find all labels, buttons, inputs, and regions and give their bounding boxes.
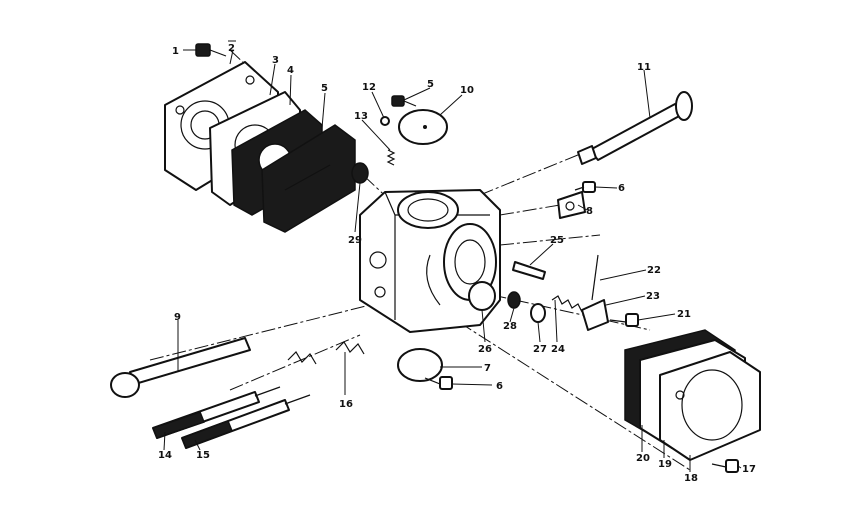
metering-diaphragm-disc bbox=[397, 348, 443, 382]
needle-spring bbox=[335, 341, 365, 355]
needle-spring-left bbox=[287, 351, 317, 365]
callout-26: 26 bbox=[478, 344, 492, 355]
callout-23: 23 bbox=[646, 291, 660, 302]
callout-5-top: 5 bbox=[427, 79, 434, 90]
callout-8: 8 bbox=[586, 206, 593, 217]
lever-screw bbox=[574, 181, 596, 193]
callout-7: 7 bbox=[484, 363, 491, 374]
callout-10: 10 bbox=[460, 85, 474, 96]
callout-20: 20 bbox=[636, 453, 650, 464]
carburetor-body bbox=[359, 189, 501, 333]
callout-labels: 1 2 3 4 5 5 10 11 12 13 29 6 8 25 22 23 … bbox=[158, 40, 756, 484]
callout-13: 13 bbox=[354, 111, 368, 122]
metering-cover bbox=[659, 351, 761, 461]
welch-plug-small bbox=[530, 303, 546, 323]
callout-12: 12 bbox=[362, 82, 376, 93]
callout-15: 15 bbox=[196, 450, 210, 461]
high-speed-needle bbox=[181, 394, 311, 449]
choke-shaft bbox=[512, 261, 546, 280]
callout-6-bottom: 6 bbox=[496, 381, 503, 392]
spring-small bbox=[386, 149, 396, 166]
callout-11: 11 bbox=[637, 62, 651, 73]
leader-lines bbox=[163, 49, 742, 472]
callout-18: 18 bbox=[684, 473, 698, 484]
cover-screw bbox=[195, 43, 227, 57]
metering-spring bbox=[551, 295, 583, 313]
welch-plug-large bbox=[468, 281, 496, 311]
low-speed-needle bbox=[152, 386, 281, 439]
callout-27: 27 bbox=[533, 344, 547, 355]
callout-1: 1 bbox=[172, 46, 179, 57]
callout-5: 5 bbox=[321, 83, 328, 94]
callout-14: 14 bbox=[158, 450, 172, 461]
check-ball bbox=[380, 116, 390, 126]
callout-29: 29 bbox=[348, 235, 362, 246]
throttle-lever bbox=[557, 191, 586, 219]
callout-24: 24 bbox=[551, 344, 565, 355]
throttle-shaft bbox=[577, 91, 693, 165]
metering-lever-pin bbox=[591, 254, 599, 301]
inlet-needle-seat bbox=[351, 162, 369, 184]
cover-screw-bottom bbox=[711, 459, 739, 473]
callout-9: 9 bbox=[174, 312, 181, 323]
callout-17: 17 bbox=[742, 464, 756, 475]
plate-screw-top bbox=[391, 95, 417, 107]
callout-28: 28 bbox=[503, 321, 517, 332]
plate-screw-bottom bbox=[424, 376, 453, 390]
inlet-gasket bbox=[261, 124, 356, 233]
inlet-needle bbox=[507, 291, 521, 309]
callout-6-right: 6 bbox=[618, 183, 625, 194]
idle-speed-screw bbox=[110, 337, 251, 398]
callout-21: 21 bbox=[677, 309, 691, 320]
callout-25: 25 bbox=[550, 235, 564, 246]
callout-16: 16 bbox=[339, 399, 353, 410]
metering-lever bbox=[581, 299, 609, 331]
callout-4: 4 bbox=[287, 65, 294, 76]
callout-3: 3 bbox=[272, 55, 279, 66]
callout-19: 19 bbox=[658, 459, 672, 470]
callout-22: 22 bbox=[647, 265, 661, 276]
throttle-plate bbox=[398, 109, 448, 145]
callout-2: 2 bbox=[228, 43, 235, 54]
